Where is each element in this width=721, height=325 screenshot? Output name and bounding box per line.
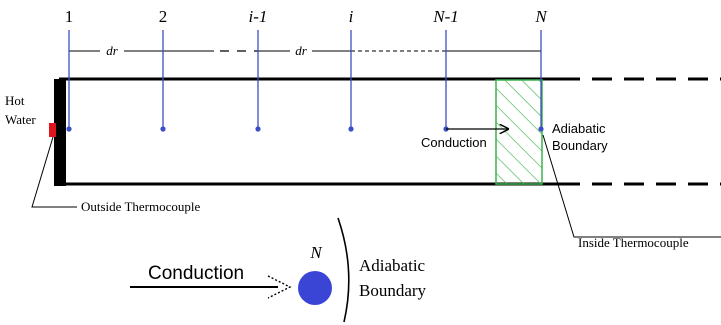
node-label-1: 1 [65, 7, 74, 26]
node-dot-i [348, 126, 354, 132]
node-dot-i-minus-1 [255, 126, 261, 132]
inside-thermocouple-leader [542, 134, 721, 238]
hot-water-label-line2: Water [5, 112, 36, 127]
spacing-label-dr-1: dr [106, 43, 119, 58]
inset-adiabatic-label-line2: Boundary [359, 281, 427, 300]
inset-adiabatic-label-line1: Adiabatic [359, 256, 426, 275]
node-dot-1 [66, 126, 72, 132]
conduction-label: Conduction [421, 135, 487, 150]
node-lines [68, 30, 542, 129]
inset-conduction-arrowhead [267, 275, 292, 299]
outside-thermocouple-leader [31, 136, 77, 208]
node-label-i-minus-1: i-1 [249, 7, 268, 26]
adiabatic-region [495, 79, 543, 185]
node-label-i: i [349, 7, 354, 26]
inset-node-label: N [309, 243, 323, 262]
adiabatic-label-line1: Adiabatic [552, 121, 606, 136]
outside-thermocouple-marker [49, 123, 56, 137]
node-label-n-minus-1: N-1 [432, 7, 459, 26]
spacing-label-dr-2: dr [295, 43, 308, 58]
inset-detail: N Conduction Adiabatic Boundary [130, 217, 427, 323]
node-dot-2 [160, 126, 166, 132]
adiabatic-label-line2: Boundary [552, 138, 608, 153]
inset-conduction-label: Conduction [148, 263, 244, 284]
pipe-walls [54, 77, 721, 186]
hot-water-label-line1: Hot [5, 93, 25, 108]
inset-boundary-curve [337, 217, 350, 323]
node-dot-n [538, 126, 544, 132]
outside-thermocouple-label: Outside Thermocouple [81, 199, 200, 214]
inset-node-dot [298, 271, 332, 305]
inside-thermocouple-label: Inside Thermocouple [578, 235, 689, 250]
node-label-n: N [534, 7, 548, 26]
node-label-2: 2 [159, 7, 168, 26]
